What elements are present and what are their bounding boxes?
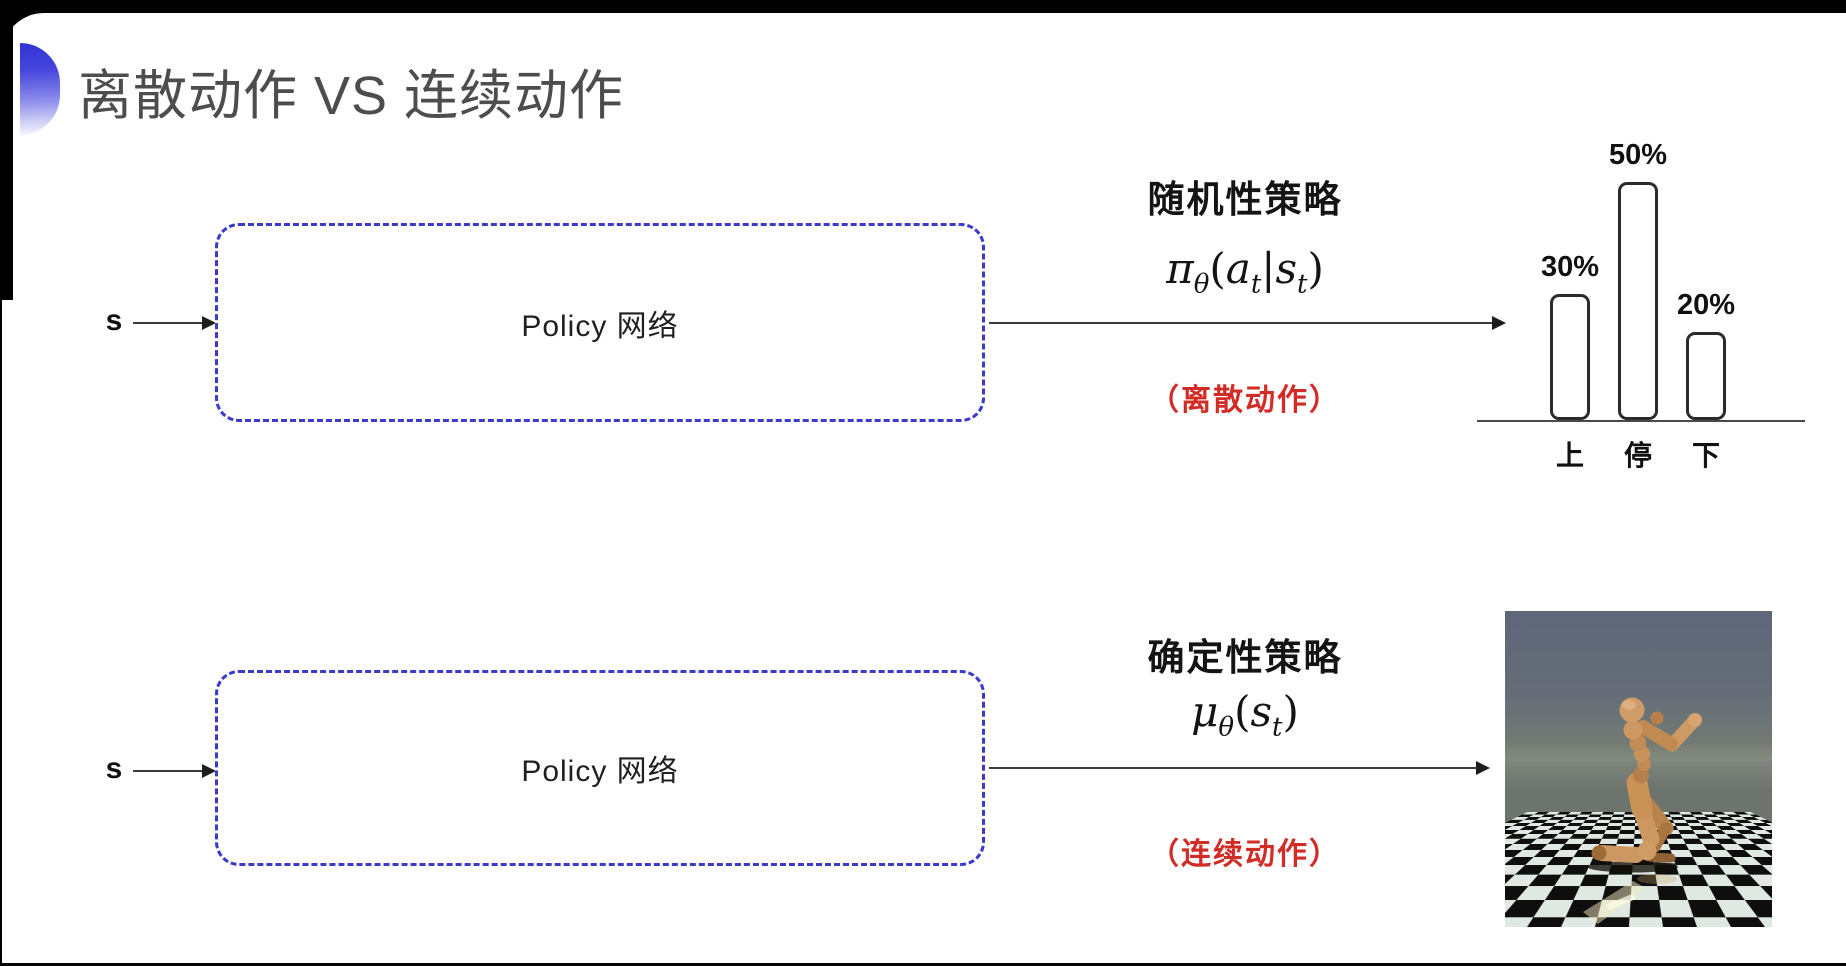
policy-network-label-1: Policy 网络: [521, 309, 679, 343]
bar: [1618, 182, 1658, 420]
discrete-action-note: （离散动作）: [1149, 384, 1341, 417]
policy-network-box-2: Policy 网络: [215, 670, 985, 866]
page-title: 离散动作 VS 连续动作: [78, 66, 625, 126]
title-accent-half-circle-icon: [20, 43, 60, 135]
bar-category-label: 停: [1623, 440, 1652, 471]
stochastic-policy-title: 随机性策略: [1147, 179, 1343, 220]
input-arrow-2: [133, 764, 216, 778]
humanoid-robot-figure: [1583, 697, 1702, 924]
stochastic-policy-formula: πθ(at|st): [1166, 244, 1324, 300]
bar-category-label: 上: [1555, 440, 1584, 471]
continuous-action-note: （连续动作）: [1149, 838, 1341, 871]
deterministic-policy-formula: μθ(st): [1191, 687, 1299, 743]
bar: [1550, 294, 1590, 420]
output-arrow-2: [989, 761, 1490, 775]
bar-value-label: 20%: [1676, 289, 1736, 321]
state-input-label-2: s: [105, 752, 123, 785]
bar: [1686, 332, 1726, 420]
humanoid-robot-simulation-image: [1505, 611, 1772, 927]
state-input-label-1: s: [105, 304, 123, 337]
bar-value-label: 50%: [1608, 139, 1668, 171]
chart-axis-line: [1477, 420, 1805, 422]
policy-network-label-2: Policy 网络: [521, 755, 679, 788]
slide-background: 离散动作 VS 连续动作 s Policy 网络 随机性策略 πθ(at|st)…: [2, 13, 1846, 963]
bar-category-label: 下: [1691, 440, 1720, 471]
output-arrow-1: [989, 316, 1506, 330]
bar-value-label: 30%: [1540, 251, 1600, 283]
deterministic-policy-title: 确定性策略: [1147, 637, 1343, 678]
policy-network-box-1: Policy 网络: [215, 223, 985, 422]
frame-corner-strip: [0, 0, 13, 300]
input-arrow-1: [133, 316, 216, 330]
action-probability-bar-chart: 30% 上 50% 停 20% 下: [1477, 113, 1807, 473]
